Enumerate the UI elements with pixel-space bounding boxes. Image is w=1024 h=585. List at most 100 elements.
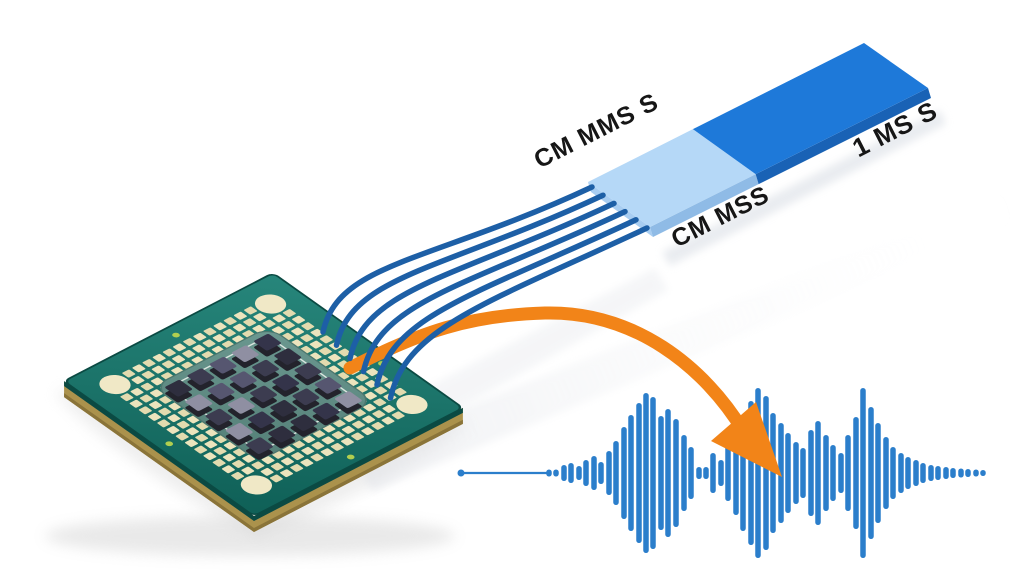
die-chip-top: [252, 359, 279, 377]
contact-pad: [138, 406, 152, 415]
waveform-bar: [943, 467, 949, 479]
contact-pad: [192, 344, 206, 353]
contact-pad: [222, 453, 236, 462]
contact-pad: [231, 471, 245, 480]
chip-shadow: [45, 516, 455, 556]
contact-pad: [140, 382, 154, 391]
contact-pad: [372, 410, 386, 419]
contact-pad: [290, 464, 304, 472]
contact-pad: [157, 419, 171, 428]
waveform-bar: [950, 468, 956, 478]
waveform-bar: [681, 435, 687, 511]
waveform-bar: [606, 451, 612, 495]
waveform-bar: [561, 465, 567, 481]
contact-pad: [212, 458, 226, 467]
contact-pad: [382, 404, 396, 413]
contact-pad: [161, 360, 175, 369]
die-chip-top: [246, 437, 273, 454]
waveform-bar: [688, 447, 694, 499]
contact-pad: [241, 466, 255, 475]
contact-pad: [223, 317, 237, 325]
waveform-bar: [860, 388, 866, 558]
corner-pad: [99, 374, 131, 395]
chip-side-gold: [64, 381, 463, 532]
contact-pad: [132, 364, 146, 373]
contact-pad: [270, 462, 284, 471]
contact-pad: [203, 452, 217, 461]
corner-pad: [254, 294, 287, 314]
die-chip-top: [268, 425, 296, 443]
die-chip-top: [250, 385, 277, 403]
waveform-bar: [778, 423, 784, 523]
waveform-bar: [905, 457, 911, 489]
waveform-bar: [800, 448, 806, 498]
contact-pad: [251, 461, 265, 470]
contact-pad: [252, 324, 266, 333]
waveform-bar: [591, 456, 597, 490]
ribbon-segment-dark: [692, 43, 928, 175]
contact-pad: [341, 425, 355, 434]
corner-pad: [396, 394, 428, 415]
contact-pad: [364, 391, 377, 400]
contact-pad: [148, 412, 162, 421]
waveform-bar: [598, 462, 604, 484]
contact-pad: [150, 377, 164, 386]
die-chip-top: [290, 414, 318, 431]
contact-pad: [393, 387, 407, 396]
contact-pad: [152, 353, 166, 362]
contact-pad: [233, 323, 246, 332]
contact-pad: [281, 321, 295, 329]
contact-pad: [291, 452, 305, 461]
contact-pad: [381, 416, 395, 425]
contact-pad: [158, 407, 172, 416]
contact-pad: [131, 376, 145, 385]
waveform-bar: [613, 441, 619, 505]
contact-pad: [331, 431, 345, 440]
contact-pad: [281, 457, 294, 466]
contact-pad: [328, 353, 341, 362]
die-chip-top: [272, 374, 300, 391]
contact-pad: [185, 439, 198, 448]
die-chip-top: [248, 411, 275, 429]
waveform-bar: [965, 469, 971, 477]
contact-pad: [204, 440, 218, 449]
indicator-dot: [165, 441, 174, 447]
contact-pad: [151, 365, 165, 374]
die-chip-top: [294, 362, 322, 380]
contact-pad: [194, 445, 208, 454]
waveform-bar: [546, 469, 552, 477]
contact-pad: [301, 446, 315, 455]
waveform-bar: [890, 447, 896, 499]
contact-pad: [363, 403, 377, 412]
waveform-bar: [710, 453, 716, 493]
waveform-bar: [823, 435, 829, 511]
contact-pad: [374, 386, 388, 395]
contact-pad: [319, 335, 333, 344]
contact-pad: [391, 411, 405, 420]
die-chip-top: [205, 408, 233, 426]
die-chip-top: [254, 334, 282, 351]
contact-pad: [310, 328, 324, 337]
waveform-bar: [935, 466, 941, 480]
contact-pad: [365, 368, 379, 377]
contact-pad: [253, 313, 267, 322]
die-chip-top: [185, 394, 213, 411]
ribbon-front-dark: [755, 88, 931, 185]
contact-pad: [352, 420, 365, 429]
waveform-bar: [628, 415, 634, 531]
waveform-bar: [703, 467, 709, 479]
die-chip-top: [225, 423, 253, 440]
indicator-dot: [346, 454, 355, 460]
die-chip-top: [207, 382, 235, 400]
bond-wire: [333, 192, 606, 348]
waveform-bar: [808, 430, 814, 516]
chip-side-rim: [64, 381, 463, 521]
contact-pad: [242, 454, 256, 463]
die-chip-top: [187, 368, 215, 385]
waveform-bar: [718, 460, 724, 486]
contact-pad: [122, 369, 136, 378]
waveform-bar: [576, 466, 582, 480]
waveform-bar: [770, 413, 776, 533]
die-chip-top: [314, 377, 342, 394]
contact-pad: [176, 420, 190, 429]
